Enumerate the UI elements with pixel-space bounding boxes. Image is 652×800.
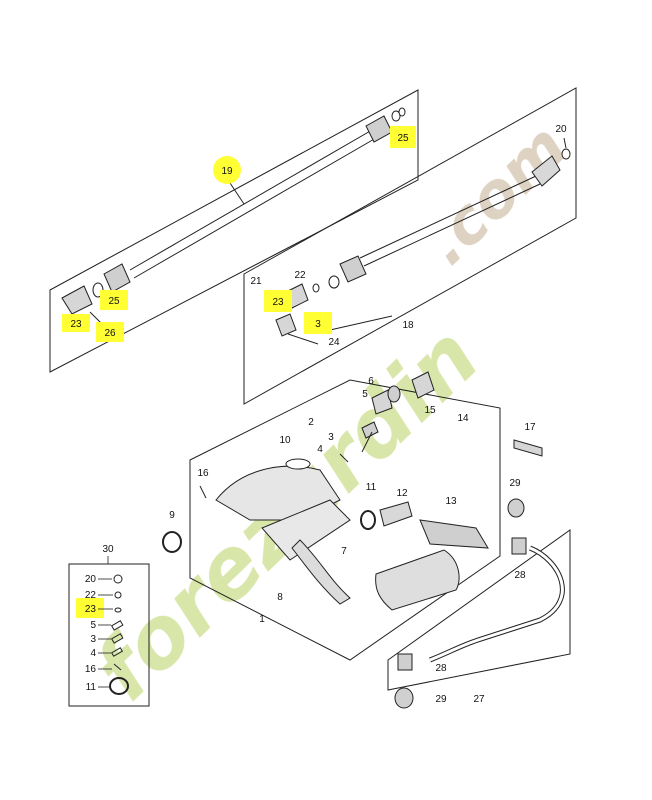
callout-5: 5: [362, 389, 368, 400]
gun-grip-half: [261, 499, 351, 561]
callout-16: 16: [197, 468, 209, 479]
callout-23-b: 23: [272, 297, 284, 308]
nut-29-top: [507, 498, 525, 518]
kit-box: [68, 563, 150, 707]
callout-10: 10: [279, 435, 291, 446]
callout-29-b: 29: [435, 694, 447, 705]
callout-1: 1: [259, 614, 265, 625]
watermark: forezurdin .com: [76, 110, 581, 719]
kit-item-label: 16: [85, 664, 97, 675]
callout-14: 14: [457, 413, 469, 424]
callout-8: 8: [277, 592, 283, 603]
kit-item-label: 22: [85, 590, 97, 601]
callout-28-a: 28: [514, 570, 526, 581]
handle-cover: [375, 549, 460, 611]
callout-19: 19: [221, 166, 233, 177]
callout-21: 21: [250, 276, 262, 287]
kit-item-label: 5: [90, 620, 96, 631]
highlights: [62, 126, 416, 618]
kit-panel: [68, 563, 150, 707]
kit-leaders: [98, 556, 113, 688]
gun-panel-outline: [189, 379, 501, 661]
lance-tip-nozzle: [61, 285, 93, 315]
callout-27: 27: [473, 694, 485, 705]
kit-item-label: 23: [85, 604, 97, 615]
callout-29-a: 29: [509, 478, 521, 489]
hose-fitting-bottom: [397, 653, 413, 671]
callout-3-a: 3: [315, 319, 321, 330]
kit-item-label: 3: [90, 634, 96, 645]
gun-panel: [189, 371, 501, 661]
watermark-domain-text: .com: [410, 110, 581, 279]
trigger: [291, 539, 351, 605]
lance-end-fitting: [365, 115, 393, 143]
callout-18: 18: [402, 320, 414, 331]
hose-panel-outline: [387, 529, 571, 691]
callout-23-a: 23: [70, 319, 82, 330]
callout-25-a: 25: [397, 133, 409, 144]
wand-panel: [243, 87, 577, 405]
wand-small-nozzle: [275, 313, 297, 337]
wand-coupling: [339, 255, 367, 283]
callout-11: 11: [366, 482, 377, 493]
callout-9: 9: [169, 510, 175, 521]
callout-13: 13: [445, 496, 457, 507]
o-ring-9: [162, 531, 182, 553]
callout-3-b: 3: [328, 432, 334, 443]
callout-17: 17: [524, 422, 536, 433]
loose-parts: [162, 439, 571, 709]
callout-20: 20: [555, 124, 567, 135]
grip-sleeve: [419, 519, 489, 549]
lance-coupling: [103, 263, 131, 293]
adapter-17: [513, 439, 543, 457]
kit-item-label: 20: [85, 574, 97, 585]
valve-spring: [371, 389, 393, 415]
kit-item-labels: 20 22 23 5 3 4 16 11: [85, 574, 97, 693]
callout-26: 26: [104, 328, 116, 339]
callout-24: 24: [328, 337, 340, 348]
callout-25-b: 25: [108, 296, 120, 307]
callout-28-b: 28: [435, 663, 447, 674]
callout-22: 22: [294, 270, 306, 281]
nut-29-bottom: [394, 687, 414, 709]
callout-labels: 19 25 25 23 26 20 21 22 23 3 24 18 6 5 1…: [70, 124, 567, 705]
callout-12: 12: [396, 488, 408, 499]
lance-panel-outline: [49, 89, 419, 373]
callout-4: 4: [317, 444, 323, 455]
hose-fitting-top: [511, 537, 527, 555]
kit-item-label: 4: [90, 648, 96, 659]
callout-15: 15: [424, 405, 436, 416]
lance-panel: [49, 89, 419, 373]
extension-fitting: [379, 501, 413, 527]
callout-7: 7: [341, 546, 347, 557]
wand-cone-nozzle: [531, 155, 561, 187]
wand-panel-outline: [243, 87, 577, 405]
callout-6: 6: [368, 376, 374, 387]
kit-item-label: 11: [86, 682, 97, 693]
kit-title: 30: [102, 544, 114, 555]
o-ring: [360, 510, 376, 530]
callout-2: 2: [308, 417, 314, 428]
valve-fitting: [411, 371, 435, 399]
